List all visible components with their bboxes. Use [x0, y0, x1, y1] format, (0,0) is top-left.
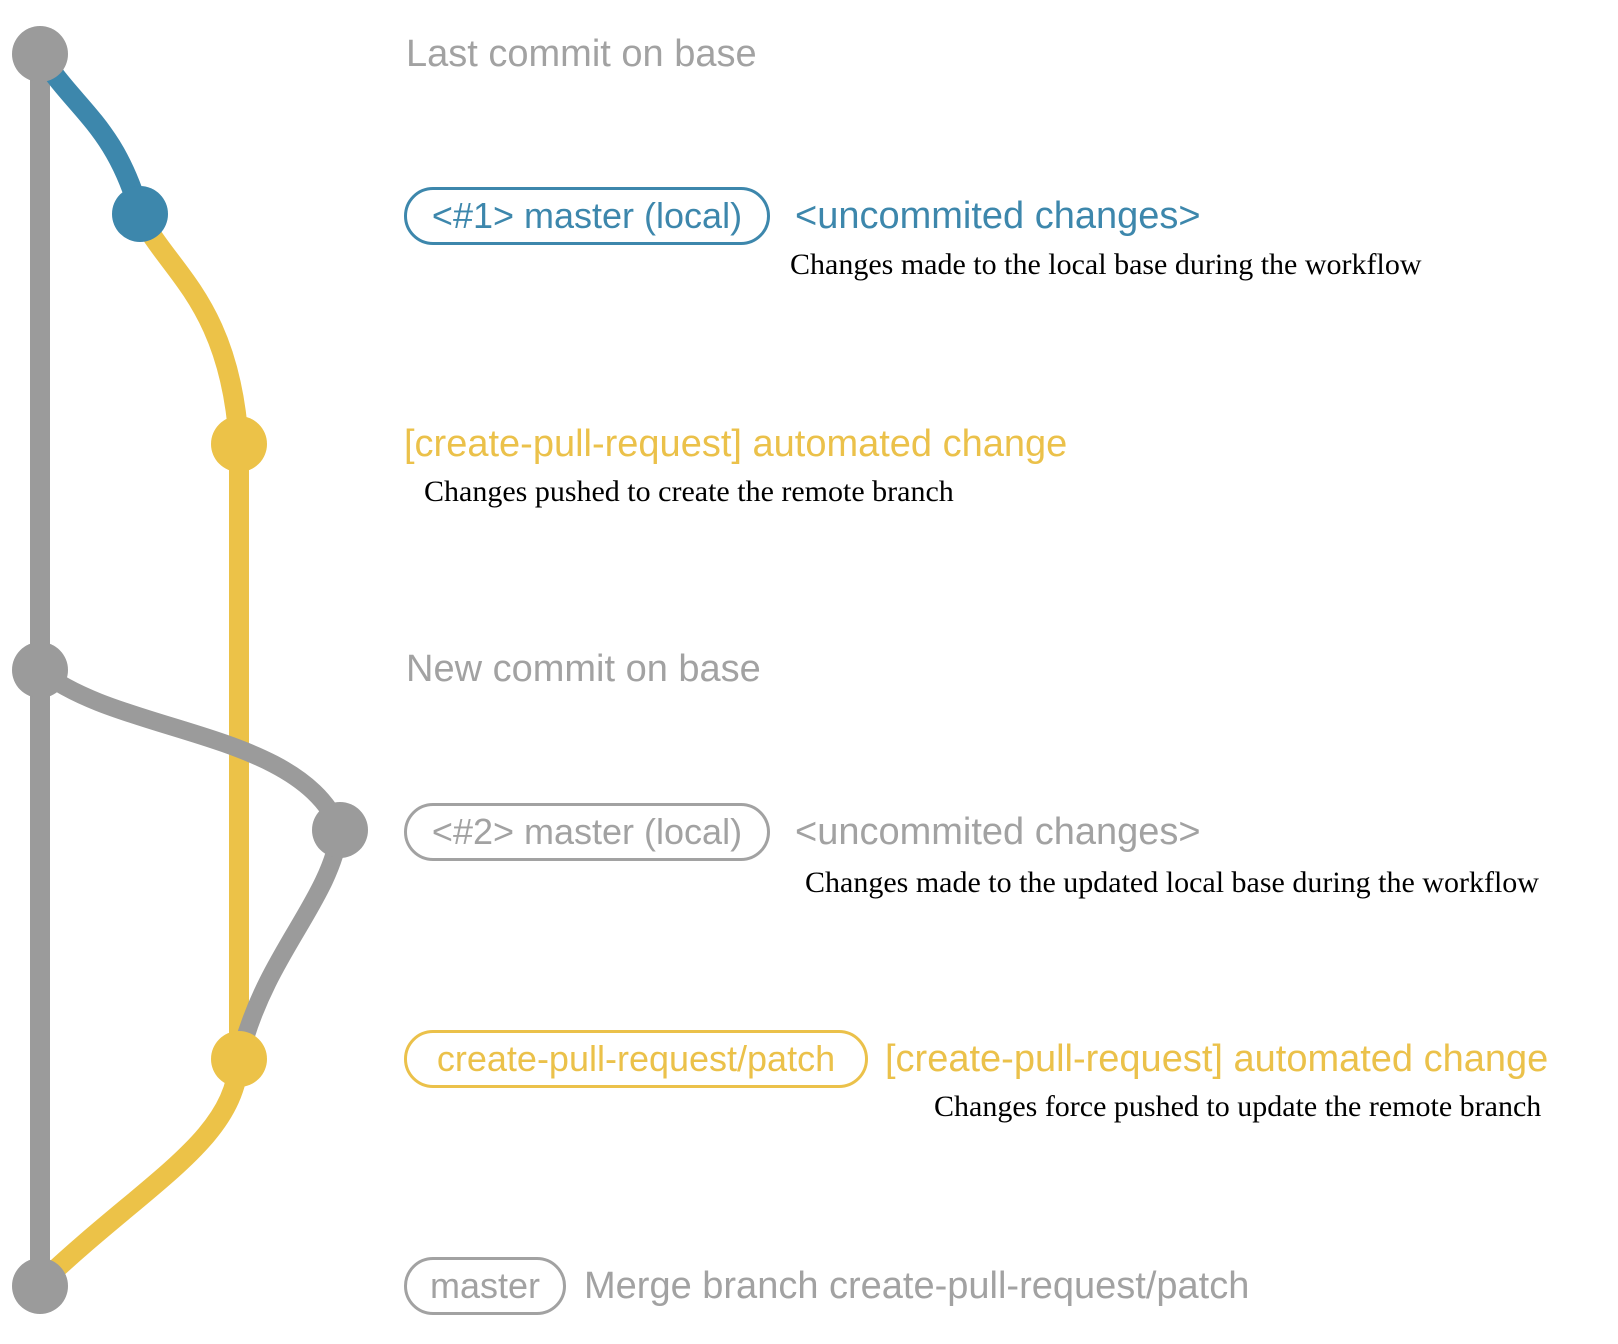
last-commit-label: Last commit on base [406, 33, 757, 76]
uncommited-changes-tag-2: <uncommited changes> [795, 811, 1201, 854]
badge-master-local-2: <#2> master (local) [404, 803, 770, 861]
description-local-changes-1: Changes made to the local base during th… [790, 248, 1422, 281]
badge-master: master [404, 1257, 566, 1315]
commit-graph [12, 26, 368, 1314]
commit-dot-patch-2 [211, 1031, 267, 1087]
commit-dot-local-2 [312, 802, 368, 858]
commit-dot-last-base [12, 26, 68, 82]
uncommited-changes-tag-1: <uncommited changes> [795, 195, 1201, 238]
local-branch-line-2 [31, 661, 349, 839]
patch-branch-line-1 [130, 204, 249, 454]
force-push-line [234, 821, 349, 1054]
new-commit-label: New commit on base [406, 648, 761, 691]
badge-patch-branch: create-pull-request/patch [404, 1030, 868, 1088]
commit-dot-new-base [12, 642, 68, 698]
merge-branch-label: Merge branch create-pull-request/patch [584, 1265, 1250, 1308]
badge-master-local-1: <#1> master (local) [404, 187, 770, 245]
commit-dot-patch-1 [211, 416, 267, 472]
commit-dot-local-1 [112, 186, 168, 242]
local-branch-line-1 [30, 44, 150, 224]
commit-dot-merge [12, 1258, 68, 1314]
patch-merge-line [32, 1049, 249, 1292]
automated-change-title-1: [create-pull-request] automated change [404, 423, 1068, 466]
description-local-changes-2: Changes made to the updated local base d… [805, 866, 1539, 899]
description-push-create: Changes pushed to create the remote bran… [424, 475, 954, 508]
description-force-push: Changes force pushed to update the remot… [934, 1090, 1542, 1123]
automated-change-title-2: [create-pull-request] automated change [885, 1038, 1549, 1081]
